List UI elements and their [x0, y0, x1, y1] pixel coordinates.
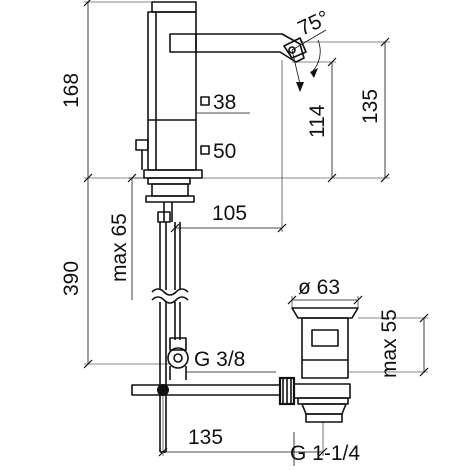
svg-text:ø 63: ø 63 — [298, 276, 340, 299]
svg-text:105: 105 — [212, 202, 247, 225]
dimension-g38: G 3/8 — [186, 348, 276, 373]
svg-text:max 55: max 55 — [378, 309, 401, 378]
svg-text:168: 168 — [60, 73, 83, 108]
svg-text:G 3/8: G 3/8 — [194, 348, 245, 371]
svg-text:390: 390 — [60, 261, 83, 296]
dimension-max-65: max 65 — [108, 173, 148, 300]
dimension-g114: G 1-1/4 — [290, 432, 360, 466]
dimension-max-55: max 55 — [348, 309, 429, 378]
break-marks — [151, 288, 189, 304]
svg-text:135: 135 — [359, 89, 382, 124]
angle-label: 75° — [294, 6, 333, 40]
dimension-114: 114 — [202, 57, 390, 183]
faucet-body — [135, 1, 203, 179]
angle-indicator: 75° — [291, 6, 333, 92]
dimension-diameter-63: ø 63 — [287, 276, 363, 308]
spout — [169, 33, 307, 63]
svg-text:135: 135 — [188, 426, 223, 449]
svg-text:50: 50 — [213, 140, 236, 163]
dimension-38: 38 — [196, 91, 250, 114]
dimension-168: 168 — [60, 0, 152, 183]
dimension-135-bottom: 135 — [158, 396, 328, 457]
waste-drain — [278, 307, 359, 423]
svg-text:max 65: max 65 — [108, 213, 131, 282]
svg-text:114: 114 — [306, 104, 329, 138]
svg-text:38: 38 — [213, 91, 236, 114]
dimension-105: 105 — [170, 60, 287, 233]
dimension-50: 50 — [200, 140, 236, 163]
dimension-135-right: 135 — [300, 37, 390, 183]
dimension-390: 390 — [60, 178, 170, 369]
svg-text:G 1-1/4: G 1-1/4 — [290, 442, 360, 465]
mounting-shank — [145, 177, 195, 290]
